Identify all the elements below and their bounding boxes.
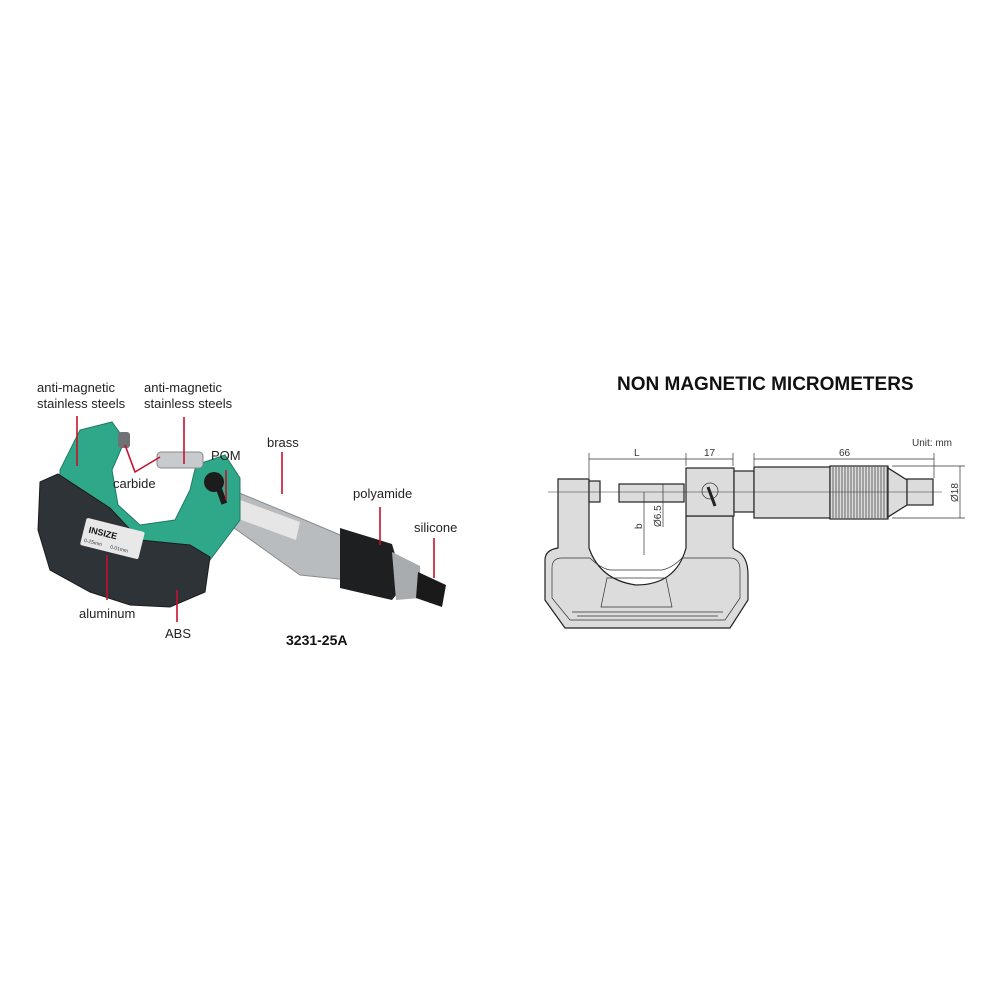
technical-drawing: L 17 66 Ø18 Ø6.5 b (544, 448, 965, 629)
label-brass: brass (267, 435, 299, 450)
sleeve (229, 489, 353, 581)
model-number: 3231-25A (286, 632, 348, 648)
drawing-title: NON MAGNETIC MICROMETERS (617, 374, 914, 395)
dim-17: 17 (704, 448, 716, 459)
label-aluminum: aluminum (79, 606, 135, 621)
nameplate: INSIZE 0-25mm 0.01mm (80, 518, 145, 559)
drawing-spindle (618, 483, 685, 503)
dim-b: b (634, 523, 645, 529)
label-pom: POM (211, 448, 241, 463)
label-frame-material-1: anti-magnetic (37, 380, 116, 395)
spindle (156, 451, 204, 469)
dim-dia-6-5: Ø6.5 (653, 505, 664, 527)
label-spindle-material-2: stainless steels (144, 396, 233, 411)
anvil (118, 432, 130, 448)
drawing-taper (887, 466, 908, 519)
label-abs: ABS (165, 626, 191, 641)
label-silicone: silicone (414, 520, 457, 535)
drawing-anvil (588, 480, 601, 503)
dim-dia-18: Ø18 (950, 483, 961, 502)
label-carbide: carbide (113, 476, 156, 491)
label-spindle-material-1: anti-magnetic (144, 380, 223, 395)
nameplate-range: 0-25mm (83, 538, 102, 548)
unit-label: Unit: mm (912, 438, 952, 449)
ratchet (416, 572, 446, 607)
dimension-lines (588, 453, 965, 555)
thimble-grip (340, 528, 404, 600)
drawing-sleeve (733, 470, 755, 513)
label-polyamide: polyamide (353, 486, 412, 501)
thimble-hub (392, 552, 420, 600)
label-frame-material-2: stainless steels (37, 396, 126, 411)
nameplate-resolution: 0.01mm (110, 544, 129, 554)
drawing-thimble (753, 466, 831, 519)
micrometer-photo: INSIZE 0-25mm 0.01mm anti-magnetic stain… (37, 380, 457, 648)
dim-66: 66 (839, 448, 851, 459)
leader-lines (76, 416, 435, 622)
dim-L: L (634, 448, 640, 459)
